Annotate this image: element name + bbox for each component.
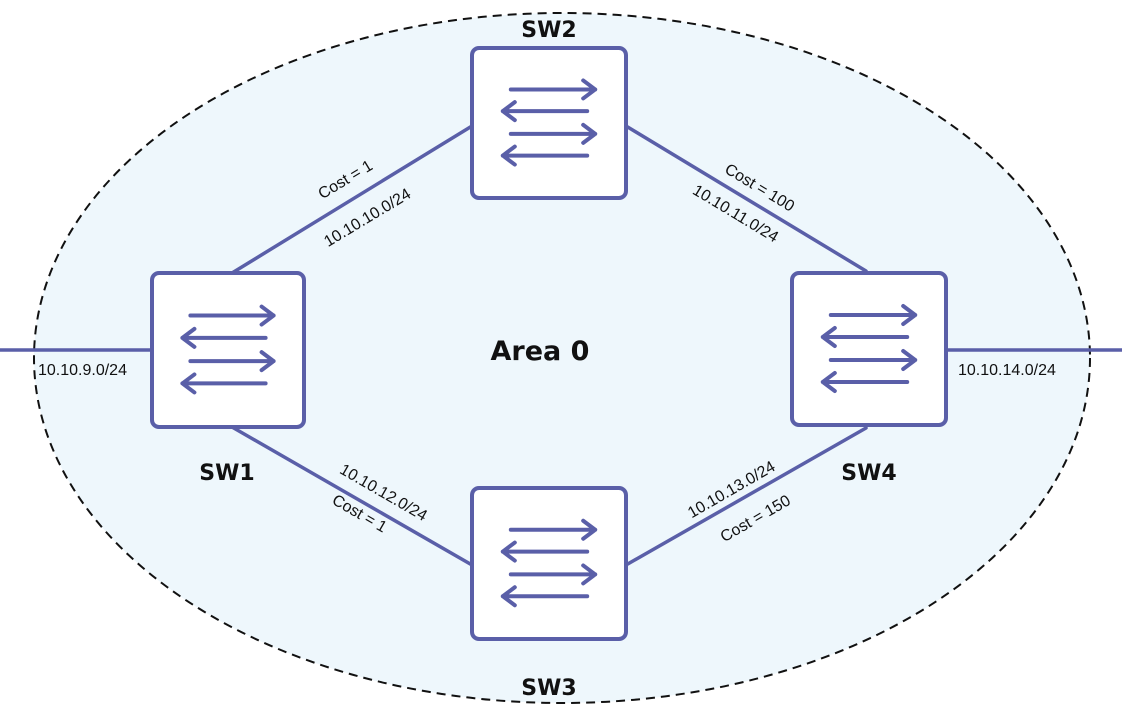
arrow-left-icon <box>180 326 268 349</box>
arrow-left-icon <box>820 371 910 393</box>
switch-name-sw2: SW2 <box>521 18 576 43</box>
arrow-right-icon <box>508 78 598 101</box>
arrow-left-icon <box>820 326 910 348</box>
arrow-left-icon <box>500 585 590 608</box>
switch-name-sw3: SW3 <box>521 676 576 701</box>
arrow-left-icon <box>500 144 590 167</box>
switch-arrows-icon <box>180 304 276 395</box>
arrow-right-icon <box>188 350 276 373</box>
switch-sw3[interactable] <box>470 486 628 641</box>
link-sw1-sw2 <box>230 124 474 275</box>
arrow-right-icon <box>508 518 598 541</box>
switch-name-sw4: SW4 <box>841 461 896 486</box>
arrow-right-icon <box>828 349 918 371</box>
arrow-left-icon <box>180 372 268 395</box>
switch-arrows-icon <box>500 518 598 608</box>
area-label: Area 0 <box>491 336 590 367</box>
link-sw2-sw4 <box>624 124 868 273</box>
link-sw1-sw3 <box>230 425 474 567</box>
switch-sw1[interactable] <box>150 271 306 429</box>
area-0-boundary <box>33 12 1091 704</box>
arrow-right-icon <box>508 122 598 145</box>
arrow-right-icon <box>188 304 276 327</box>
arrow-right-icon <box>508 563 598 586</box>
arrow-right-icon <box>828 304 918 326</box>
switch-name-sw1: SW1 <box>199 461 254 486</box>
switch-sw4[interactable] <box>790 271 948 427</box>
switch-sw2[interactable] <box>470 46 628 200</box>
link-sw3-sw4 <box>624 426 868 567</box>
arrow-left-icon <box>500 100 590 123</box>
switch-arrows-icon <box>500 78 598 167</box>
switch-arrows-icon <box>820 304 918 393</box>
stub-network-sw4: 10.10.14.0/24 <box>958 362 1056 379</box>
arrow-left-icon <box>500 540 590 563</box>
stub-network-sw1: 10.10.9.0/24 <box>38 362 127 379</box>
